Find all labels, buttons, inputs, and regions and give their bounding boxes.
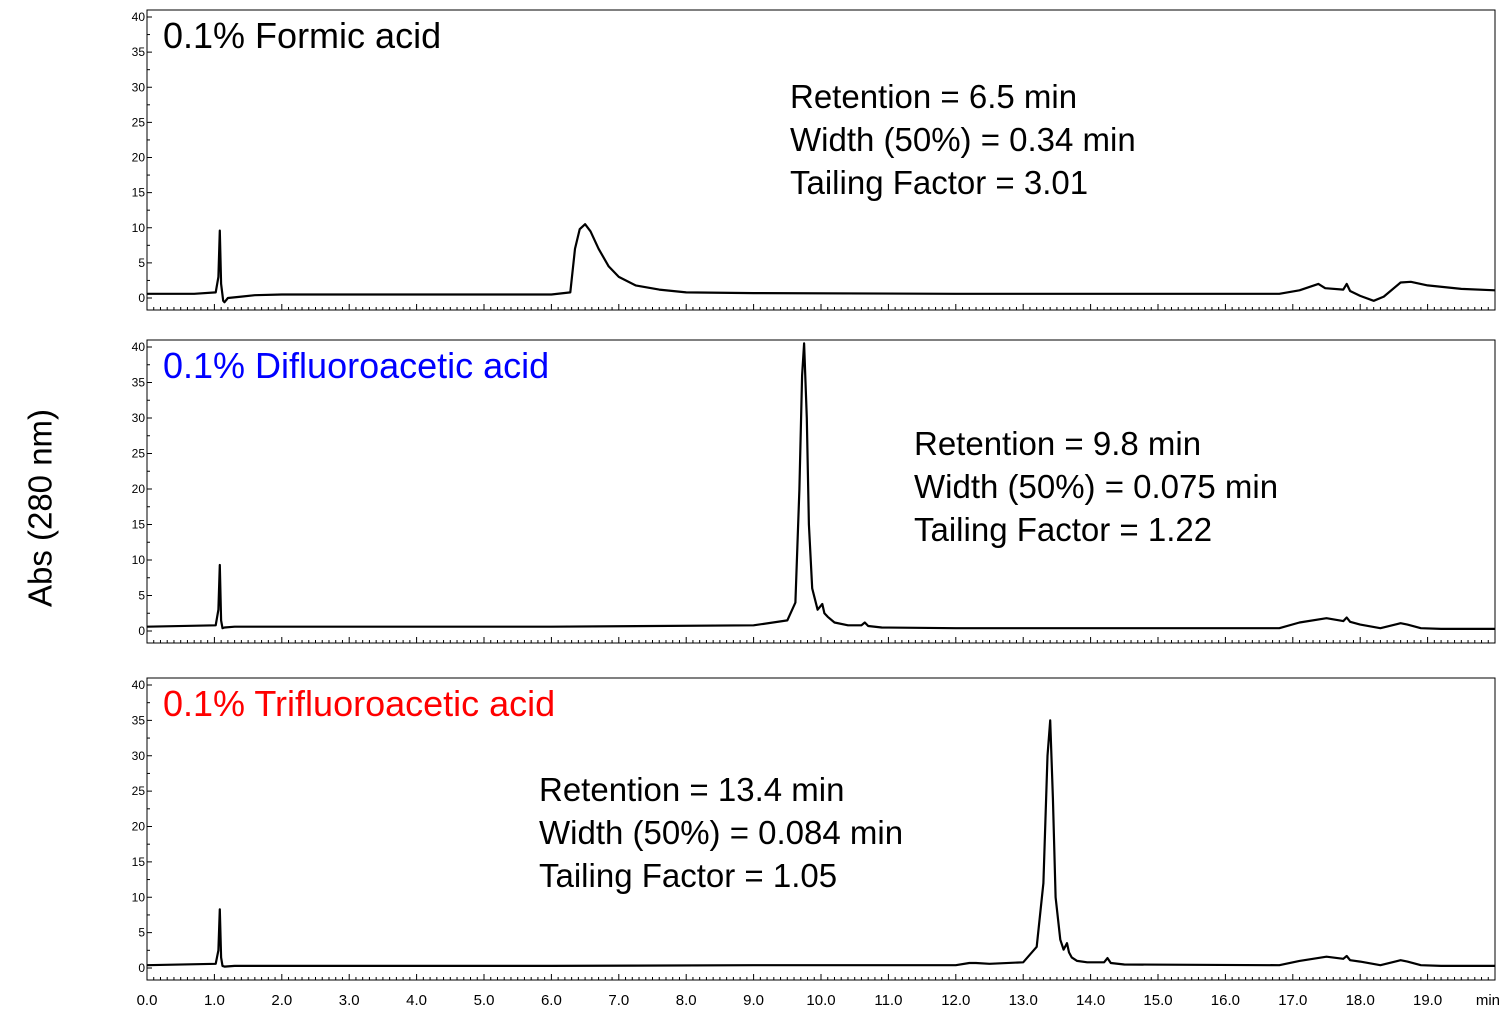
panel-2-y-tick-label: 35 <box>132 376 146 390</box>
panel-3-y-tick-label: 15 <box>132 855 146 869</box>
panel-3-y-tick-label: 10 <box>132 890 146 904</box>
panel-2-annotation: Tailing Factor = 1.22 <box>914 511 1212 548</box>
panel-1-trace <box>147 223 1496 304</box>
panel-3-y-tick-label: 30 <box>132 749 146 763</box>
panel-2-annotation: Width (50%) = 0.075 min <box>914 468 1278 505</box>
panel-2-title: 0.1% Difluoroacetic acid <box>163 345 549 386</box>
panel-2-y-tick-label: 40 <box>132 340 146 354</box>
x-axis-unit: min <box>1476 992 1500 1009</box>
panel-3-y-tick-label: 0 <box>138 961 145 975</box>
panel-3-y-tick-label: 5 <box>138 926 145 940</box>
panel-3-y-tick-label: 40 <box>132 678 146 692</box>
x-tick-label: 10.0 <box>806 992 835 1009</box>
x-tick-label: 6.0 <box>541 992 562 1009</box>
x-tick-label: 12.0 <box>941 992 970 1009</box>
x-tick-label: 3.0 <box>339 992 360 1009</box>
x-tick-label: 2.0 <box>271 992 292 1009</box>
panel-3-y-tick-label: 25 <box>132 784 146 798</box>
panel-1-y-tick-label: 30 <box>132 80 146 94</box>
x-tick-label: 4.0 <box>406 992 427 1009</box>
x-tick-label: 18.0 <box>1346 992 1375 1009</box>
panel-1-annotation: Width (50%) = 0.34 min <box>790 121 1136 158</box>
panel-1-y-tick-label: 40 <box>132 10 146 24</box>
x-tick-label: 0.0 <box>137 992 158 1009</box>
panel-2-y-tick-label: 15 <box>132 518 146 532</box>
panel-1-y-tick-label: 20 <box>132 151 146 165</box>
panel-3-annotation: Retention = 13.4 min <box>539 771 844 808</box>
panel-3-title: 0.1% Trifluoroacetic acid <box>163 683 555 724</box>
x-tick-label: 1.0 <box>204 992 225 1009</box>
panel-2-annotation: Retention = 9.8 min <box>914 425 1201 462</box>
x-tick-label: 19.0 <box>1413 992 1442 1009</box>
x-tick-label: 5.0 <box>474 992 495 1009</box>
x-tick-label: 13.0 <box>1009 992 1038 1009</box>
panel-1-y-tick-label: 35 <box>132 45 146 59</box>
panel-3-annotation: Width (50%) = 0.084 min <box>539 814 903 851</box>
panel-2-y-tick-label: 25 <box>132 447 146 461</box>
panel-2-trace <box>146 342 1495 630</box>
panel-2-y-tick-label: 20 <box>132 482 146 496</box>
x-tick-label: 17.0 <box>1278 992 1307 1009</box>
x-tick-label: 14.0 <box>1076 992 1105 1009</box>
x-tick-label: 8.0 <box>676 992 697 1009</box>
x-tick-label: 16.0 <box>1211 992 1240 1009</box>
panel-1-annotation: Tailing Factor = 3.01 <box>790 164 1088 201</box>
y-axis-label-text: Abs (280 nm) <box>22 409 59 607</box>
x-tick-label: 7.0 <box>608 992 629 1009</box>
panel-1-annotation: Retention = 6.5 min <box>790 78 1077 115</box>
x-tick-label: 11.0 <box>874 992 902 1009</box>
panel-2-y-tick-label: 30 <box>132 411 146 425</box>
panel-2-y-tick-label: 5 <box>138 589 145 603</box>
panel-3-annotation: Tailing Factor = 1.05 <box>539 857 837 894</box>
panel-1-y-tick-label: 25 <box>132 115 146 129</box>
panel-3-y-tick-label: 20 <box>132 820 146 834</box>
panel-2-y-tick-label: 10 <box>132 553 146 567</box>
panel-1-y-tick-label: 0 <box>138 291 145 305</box>
x-tick-label: 9.0 <box>743 992 764 1009</box>
y-axis-label: Abs (280 nm) <box>22 409 59 607</box>
panel-2-y-tick-label: 0 <box>138 624 145 638</box>
panel-1-y-tick-label: 15 <box>132 186 146 200</box>
panel-1-y-tick-label: 10 <box>132 221 146 235</box>
panel-1-y-tick-label: 5 <box>138 256 145 270</box>
x-tick-label: 15.0 <box>1143 992 1172 1009</box>
panel-1-title: 0.1% Formic acid <box>163 15 441 56</box>
panel-3-y-tick-label: 35 <box>132 713 146 727</box>
panel-3-trace <box>146 719 1495 968</box>
